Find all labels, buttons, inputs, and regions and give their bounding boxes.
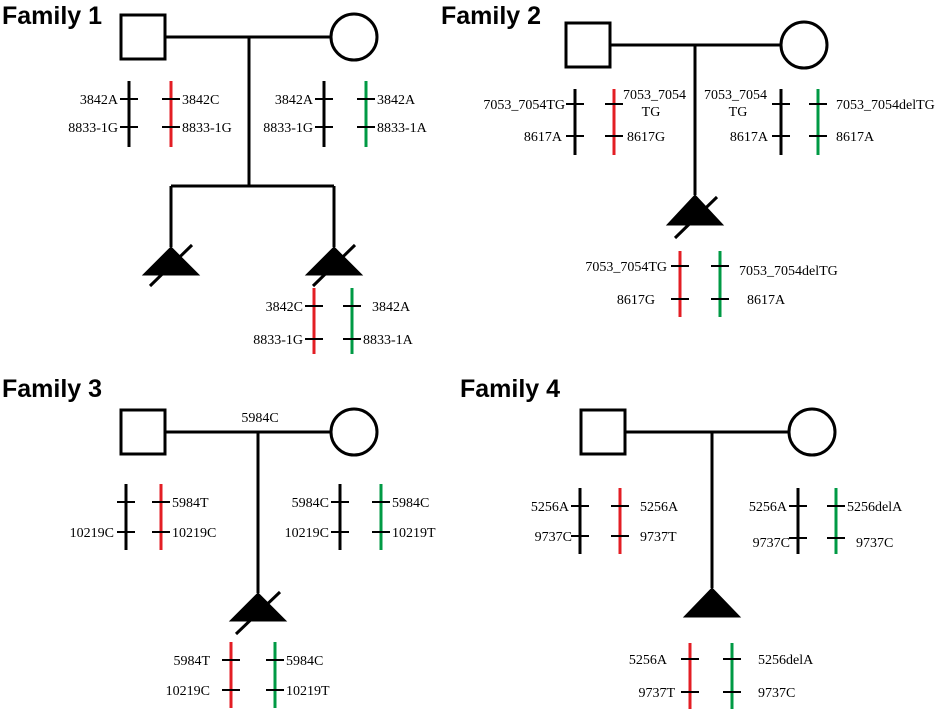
allele-label: 10219C: [285, 526, 329, 541]
allele-label: 10219C: [172, 526, 216, 541]
allele-label: 8833-1G: [68, 121, 118, 136]
allele-label: 5256delA: [758, 653, 814, 668]
allele-label: 5984C: [392, 496, 429, 511]
allele-label: 8617A: [836, 130, 875, 145]
family-1-father: [119, 13, 167, 61]
family-4-title: Family 4: [460, 375, 560, 403]
family-1-child-2-deceased-triangle: [304, 246, 364, 276]
family-3-mother: [329, 407, 379, 457]
family-1-child-1-slash: [148, 243, 194, 288]
allele-label: 8617G: [617, 293, 655, 308]
allele-label: 8833-1G: [253, 333, 303, 348]
family-2-child-slash: [673, 195, 719, 240]
allele-label: 8617A: [747, 293, 786, 308]
allele-label: 9737T: [640, 530, 677, 545]
allele-label: 5256A: [640, 500, 679, 515]
family-4-child-affected-triangle: [682, 587, 742, 618]
allele-label: 3842A: [275, 93, 314, 108]
family-3-child-deceased-triangle: [228, 592, 288, 622]
allele-label: 8833-1A: [377, 121, 428, 136]
allele-label: 5256A: [749, 500, 788, 515]
allele-label: 8617A: [524, 130, 563, 145]
family-2-mother: [779, 20, 829, 70]
family-4-father: [579, 408, 627, 456]
family-2-father: [564, 21, 612, 69]
allele-label: 8617G: [627, 130, 665, 145]
family-1: Family 1 3842A 8833-1G 3842C 8833-1G 384…: [2, 2, 428, 354]
allele-label: 7053_7054delTG: [836, 98, 935, 113]
family-4-mother: [787, 407, 837, 457]
family-2-child-deceased-triangle: [665, 194, 725, 226]
family-3: Family 3 5984C 10219C 5984T 10219C 5984C…: [2, 375, 436, 708]
allele-label: 7053_7054: [623, 88, 686, 103]
family-3-father: [119, 408, 167, 456]
allele-label: 3842A: [377, 93, 416, 108]
allele-label: 7053_7054: [704, 88, 767, 103]
family-1-child-2-slash: [311, 243, 357, 288]
family-1-mother: [329, 12, 379, 62]
family-3-child-slash: [234, 590, 282, 636]
family-1-title: Family 1: [2, 2, 102, 30]
allele-label: 3842A: [372, 300, 411, 315]
allele-label: 3842C: [266, 300, 303, 315]
allele-label: 8617A: [730, 130, 769, 145]
allele-label: 3842C: [182, 93, 219, 108]
family-2: Family 2 7053_7054TG 8617A 7053_7054 TG …: [441, 2, 935, 317]
allele-label: 10219T: [286, 684, 330, 699]
allele-label: 9737T: [638, 686, 675, 701]
allele-label: 7053_7054delTG: [739, 264, 838, 279]
allele-label: 8833-1G: [263, 121, 313, 136]
allele-label: 5984T: [173, 654, 210, 669]
allele-label: 5256A: [629, 653, 668, 668]
allele-label: 9737C: [535, 530, 572, 545]
allele-label: 9737C: [758, 686, 795, 701]
family-3-mating-label: 5984C: [241, 411, 278, 426]
allele-label: 7053_7054TG: [585, 260, 667, 275]
allele-label: 9737C: [753, 536, 790, 551]
family-4: Family 4 5256A 9737C 5256A 9737T 5256A 9…: [460, 375, 903, 709]
allele-label: 10219T: [392, 526, 436, 541]
allele-label: 5256A: [531, 500, 570, 515]
family-3-title: Family 3: [2, 375, 102, 403]
allele-label: TG: [729, 105, 748, 120]
allele-label: 5256delA: [847, 500, 903, 515]
allele-label: 7053_7054TG: [483, 98, 565, 113]
allele-label: TG: [642, 105, 661, 120]
allele-label: 8833-1G: [182, 121, 232, 136]
allele-label: 5984T: [172, 496, 209, 511]
family-2-title: Family 2: [441, 2, 541, 30]
allele-label: 5984C: [292, 496, 329, 511]
allele-label: 8833-1A: [363, 333, 414, 348]
allele-label: 3842A: [80, 93, 119, 108]
allele-label: 5984C: [286, 654, 323, 669]
allele-label: 10219C: [70, 526, 114, 541]
allele-label: 9737C: [856, 536, 893, 551]
family-1-child-1-deceased-triangle: [141, 246, 201, 276]
allele-label: 10219C: [166, 684, 210, 699]
